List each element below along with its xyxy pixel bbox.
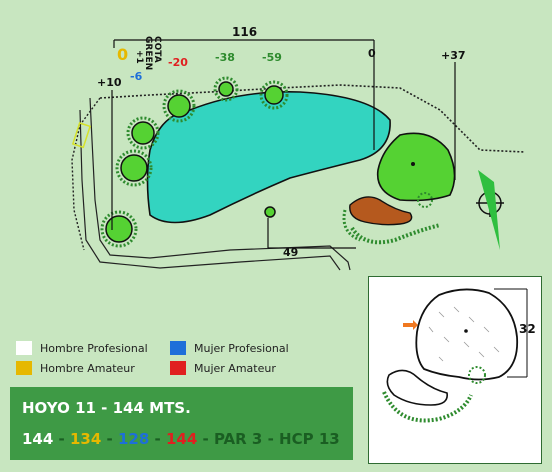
tee-fringe: [100, 76, 289, 248]
green-detail-measure: [494, 288, 528, 378]
bunker-lip-2: [342, 209, 361, 242]
bunker: [349, 196, 413, 226]
label-plus1: +1: [134, 50, 144, 64]
legend-item-mujer-profesional: Mujer Profesional: [170, 341, 289, 355]
distance-line: 144 - 134 - 128 - 144 - PAR 3 - HCP 13: [22, 430, 340, 448]
green-detail-shrub-icon: [468, 366, 486, 384]
green-detail-arrow-icon: [403, 320, 418, 330]
par-value: PAR 3: [213, 430, 263, 448]
cart-path-lower-2: [79, 109, 341, 271]
distance-hombre-profesional: 144: [22, 430, 54, 448]
separator: -: [262, 430, 280, 448]
label-49: 49: [283, 246, 298, 259]
separator: -: [53, 430, 70, 448]
compass-icon: [476, 170, 504, 250]
distance-mujer-profesional: 128: [117, 430, 150, 448]
cart-path-left: [71, 97, 101, 251]
shrub-icon: [417, 192, 433, 208]
green-detail-pin: [464, 329, 468, 333]
label-amateur-zero: 0: [117, 45, 128, 64]
tee-boxes: [105, 81, 284, 243]
separator: -: [101, 430, 118, 448]
label-minus20: -20: [168, 56, 188, 69]
legend-label: Hombre Amateur: [40, 361, 135, 375]
legend-swatch: [170, 341, 186, 355]
separator: -: [197, 430, 214, 448]
water-hazard: [146, 91, 391, 224]
green-detail-bunker: [386, 369, 448, 406]
tee-box-7: [264, 206, 276, 218]
label-plus10: +10: [97, 76, 122, 89]
green-slope-marks: [428, 306, 500, 362]
label-minus38: -38: [215, 51, 235, 64]
hole-info-box: HOYO 11 - 144 MTS. 144 - 134 - 128 - 144…: [10, 387, 353, 460]
green-detail-lip: [382, 391, 473, 423]
label-total: 116: [232, 25, 257, 39]
green-putting-surface: [376, 132, 456, 202]
tee-marker: [71, 122, 92, 149]
label-cota: COTA: [152, 36, 162, 63]
bunker-lip: [350, 223, 441, 245]
tee-box-5: [218, 81, 234, 97]
label-minus6: -6: [130, 70, 143, 83]
green-detail-outline: [415, 288, 519, 381]
legend-swatch: [170, 361, 186, 375]
legend-item-hombre-amateur: Hombre Amateur: [16, 361, 135, 375]
legend-label: Mujer Profesional: [194, 341, 289, 355]
cart-path-outer: [99, 84, 526, 153]
tee-box-6: [264, 85, 284, 105]
legend-swatch: [16, 361, 32, 375]
label-zero: 0: [368, 47, 376, 60]
legend-item-hombre-profesional: Hombre Profesional: [16, 341, 148, 355]
legend-label: Hombre Profesional: [40, 341, 148, 355]
distance-mujer-amateur: 144: [165, 430, 198, 448]
hcp-value: HCP 13: [279, 430, 340, 448]
tee-box-1: [105, 215, 133, 243]
tee-box-4: [167, 94, 191, 118]
distance-hombre-amateur: 134: [69, 430, 102, 448]
label-plus37: +37: [441, 49, 466, 62]
green-detail-inset: 32: [368, 276, 542, 464]
label-green: GREEN: [143, 36, 153, 70]
label-32: 32: [519, 322, 536, 336]
hole-pin: [411, 162, 415, 166]
tee-box-2: [120, 154, 148, 182]
legend-label: Mujer Amateur: [194, 361, 276, 375]
green-detail-map: 32: [382, 288, 536, 423]
hole-title: HOYO 11 - 144 MTS.: [22, 399, 191, 417]
legend-item-mujer-amateur: Mujer Amateur: [170, 361, 276, 375]
legend-swatch: [16, 341, 32, 355]
label-minus59: -59: [262, 51, 282, 64]
cart-path-lower: [89, 97, 351, 271]
separator: -: [149, 430, 166, 448]
tee-box-3: [131, 121, 155, 145]
measure-lines: [111, 39, 456, 249]
